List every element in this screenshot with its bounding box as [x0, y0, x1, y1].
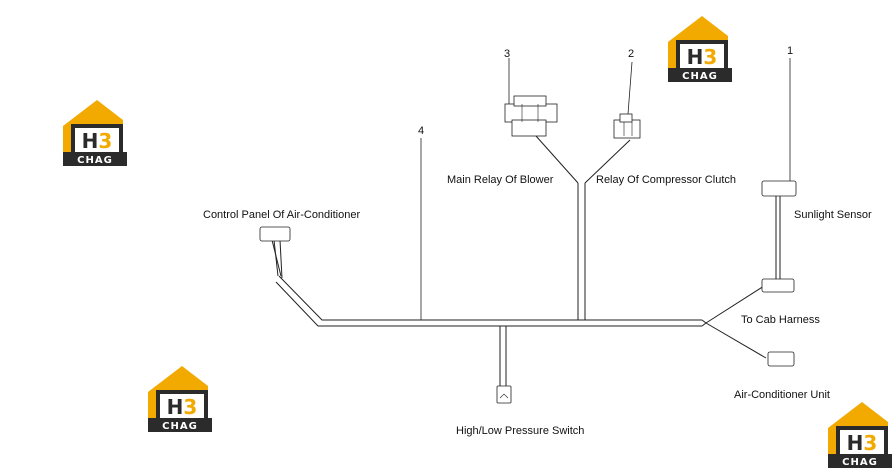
- callout-2: 2: [628, 48, 634, 60]
- label-main-relay: Main Relay Of Blower: [447, 174, 554, 186]
- cab-branches: [701, 196, 781, 359]
- label-ac-unit: Air-Conditioner Unit: [734, 389, 830, 401]
- watermark-logo: [148, 366, 212, 432]
- watermark-logo: [828, 402, 892, 468]
- ac-unit-connector: [767, 351, 795, 367]
- label-control-panel: Control Panel Of Air-Conditioner: [203, 209, 360, 221]
- callout-leaders: [420, 58, 791, 320]
- watermark-logo: [63, 100, 127, 166]
- control-panel-branch: [271, 239, 283, 279]
- label-compressor-relay: Relay Of Compressor Clutch: [596, 174, 736, 186]
- watermark-logo: [668, 16, 732, 82]
- label-sunlight-sensor: Sunlight Sensor: [794, 209, 872, 221]
- callout-3: 3: [504, 48, 510, 60]
- relay-branches: [535, 135, 631, 184]
- pressure-switch-connector: [496, 385, 512, 404]
- callout-4: 4: [418, 125, 424, 137]
- callout-1: 1: [787, 45, 793, 57]
- label-pressure-switch: High/Low Pressure Switch: [456, 425, 584, 437]
- label-cab-harness: To Cab Harness: [741, 314, 820, 326]
- control-panel-connector: [259, 226, 291, 242]
- main-harness: [275, 183, 702, 386]
- main-relay-connector: [504, 95, 558, 137]
- cab-harness-connector: [761, 278, 795, 293]
- compressor-relay-connector: [613, 113, 641, 139]
- sunlight-sensor-connector: [761, 180, 797, 197]
